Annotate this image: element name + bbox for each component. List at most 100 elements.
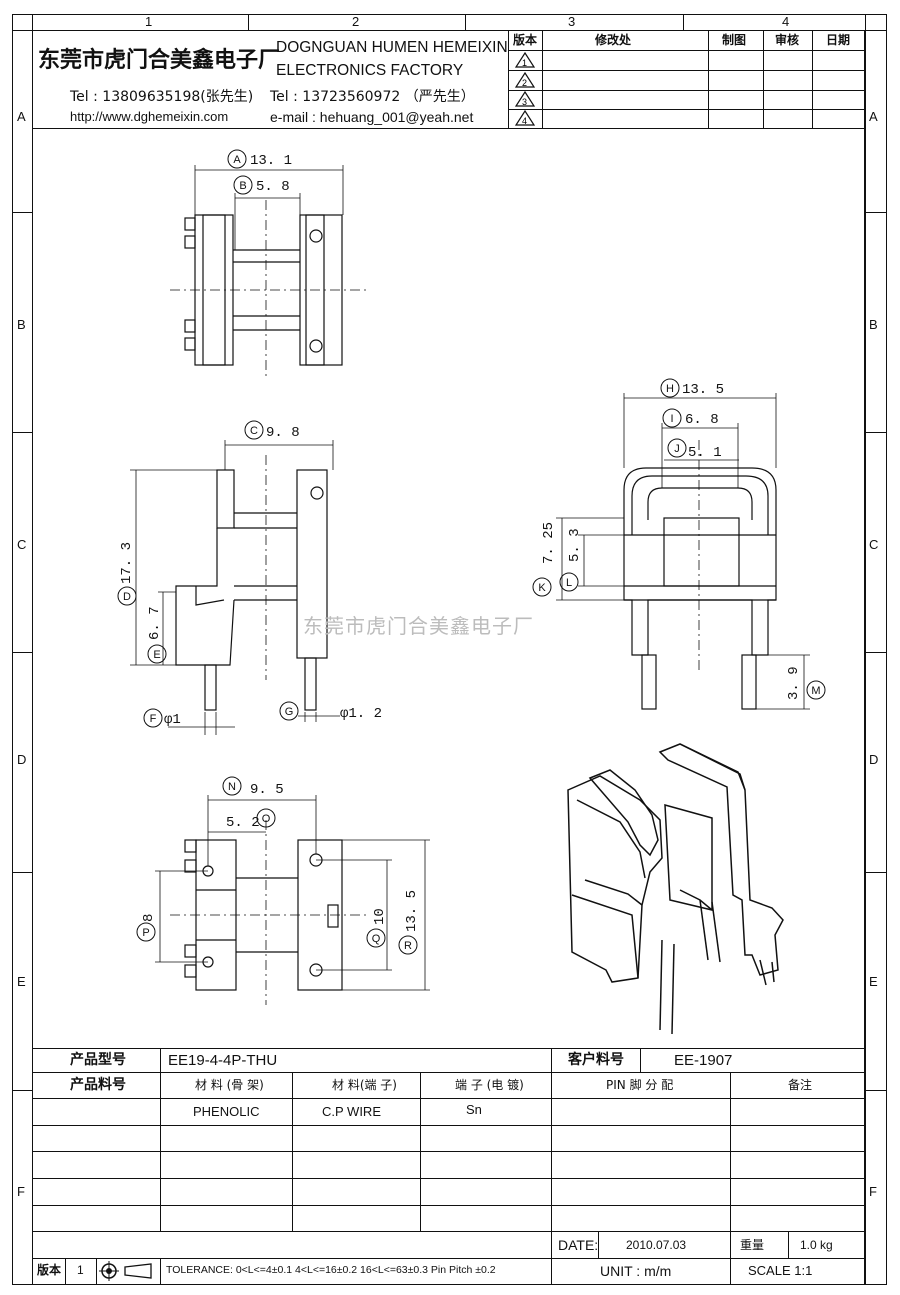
svg-text:N: N bbox=[228, 781, 236, 793]
zone-row-e: E bbox=[17, 974, 26, 989]
material-bobbin-value: PHENOLIC bbox=[193, 1104, 260, 1119]
weight-value: 1.0 kg bbox=[800, 1238, 833, 1252]
zone-row-c: C bbox=[17, 537, 27, 552]
header-bottom-line bbox=[32, 128, 865, 129]
zone-tick bbox=[865, 652, 887, 653]
zone-row-f-right: F bbox=[869, 1184, 877, 1199]
info-table-line bbox=[551, 1048, 552, 1285]
zone-col-1: 1 bbox=[145, 14, 153, 29]
version-label: 版本 bbox=[37, 1263, 62, 1277]
date-value: 2010.07.03 bbox=[626, 1238, 687, 1252]
info-table-line bbox=[598, 1231, 599, 1258]
dim-m: 3. 9 bbox=[786, 666, 802, 700]
product-part-label: 产品料号 bbox=[70, 1077, 126, 1093]
unit-label: UNIT : m/m bbox=[600, 1263, 672, 1279]
revision-triangle-3: 3 bbox=[514, 90, 536, 107]
scale-label: SCALE 1:1 bbox=[748, 1263, 813, 1278]
zone-row-d-right: D bbox=[869, 752, 879, 767]
tolerance-note: TOLERANCE: 0<L<=4±0.1 4<L<=16±0.2 16<L<=… bbox=[166, 1264, 496, 1276]
info-table-line bbox=[32, 1258, 865, 1259]
dimension-callouts bbox=[117, 149, 826, 955]
zone-divider bbox=[12, 30, 887, 31]
zone-tick bbox=[12, 652, 32, 653]
svg-text:Q: Q bbox=[372, 933, 381, 945]
svg-text:F: F bbox=[150, 713, 157, 725]
pin-plating-value: Sn bbox=[466, 1102, 482, 1117]
svg-text:I: I bbox=[670, 413, 673, 425]
zone-row-e-right: E bbox=[869, 974, 878, 989]
info-table-line bbox=[32, 1125, 865, 1126]
info-table-line bbox=[32, 1072, 865, 1073]
rev-header-date: 日期 bbox=[826, 33, 851, 47]
revision-number: 2 bbox=[522, 78, 527, 88]
website-link[interactable]: http://www.dghemeixin.com bbox=[70, 109, 229, 124]
zone-col-2: 2 bbox=[352, 14, 360, 29]
zone-row-a-right: A bbox=[869, 109, 878, 124]
zone-tick bbox=[12, 212, 32, 213]
zone-row-d: D bbox=[17, 752, 27, 767]
info-table-line bbox=[420, 1072, 421, 1231]
pin-plating-header: 端 子 (电 镀) bbox=[455, 1078, 524, 1092]
rev-table-line bbox=[812, 30, 813, 128]
dim-q: 10 bbox=[372, 908, 388, 925]
info-table-line bbox=[160, 1048, 161, 1231]
info-table-line bbox=[32, 1151, 865, 1152]
watermark-text: 东莞市虎门合美鑫电子厂 bbox=[303, 614, 534, 638]
svg-text:C: C bbox=[250, 425, 258, 437]
rev-header-review: 审核 bbox=[775, 33, 800, 47]
telephone-2: Tel : 13723560972 （严先生） bbox=[270, 89, 475, 105]
svg-text:O: O bbox=[262, 813, 271, 825]
weight-label: 重量 bbox=[740, 1238, 765, 1252]
zone-divider-left bbox=[32, 14, 33, 1285]
info-table-line bbox=[96, 1258, 97, 1285]
dim-o: 5. 2 bbox=[226, 815, 260, 831]
zone-tick bbox=[865, 432, 887, 433]
info-table-line bbox=[292, 1072, 293, 1231]
customer-part-value: EE-1907 bbox=[674, 1052, 733, 1069]
front-view bbox=[556, 393, 810, 710]
zone-row-b: B bbox=[17, 317, 26, 332]
revision-number: 4 bbox=[522, 116, 527, 126]
info-table-line bbox=[640, 1048, 641, 1072]
svg-text:K: K bbox=[538, 582, 546, 594]
product-model-value: EE19-4-4P-THU bbox=[168, 1052, 278, 1069]
rev-table-line bbox=[508, 50, 865, 51]
zone-tick bbox=[865, 872, 887, 873]
svg-text:E: E bbox=[153, 649, 160, 661]
remark-header: 备注 bbox=[788, 1078, 813, 1092]
zone-tick bbox=[12, 432, 32, 433]
info-table-line bbox=[32, 1205, 865, 1206]
rev-table-line bbox=[508, 90, 865, 91]
dim-l: 5. 3 bbox=[567, 528, 583, 562]
dim-j: 5. 1 bbox=[688, 445, 722, 461]
dim-a: 13. 1 bbox=[250, 153, 292, 169]
rev-table-line bbox=[508, 70, 865, 71]
company-name-en-2: ELECTRONICS FACTORY bbox=[276, 62, 464, 79]
dim-b: 5. 8 bbox=[256, 179, 290, 195]
date-label: DATE: bbox=[558, 1237, 599, 1253]
company-name-en-1: DOGNGUAN HUMEN HEMEIXIN bbox=[276, 39, 508, 56]
isometric-view bbox=[567, 743, 784, 1035]
product-model-label: 产品型号 bbox=[70, 1052, 126, 1068]
info-table-line bbox=[32, 1098, 865, 1099]
revision-triangle-1: 1 bbox=[514, 51, 536, 68]
dim-p: 8 bbox=[141, 914, 157, 922]
info-table-top bbox=[32, 1048, 865, 1049]
info-table-line bbox=[32, 1178, 865, 1179]
svg-text:B: B bbox=[239, 180, 246, 192]
zone-divider-right bbox=[865, 14, 866, 1285]
zone-tick bbox=[12, 1090, 32, 1091]
bottom-view bbox=[155, 795, 430, 1005]
svg-text:G: G bbox=[285, 706, 294, 718]
rev-table-line bbox=[508, 30, 509, 128]
svg-text:M: M bbox=[811, 685, 820, 697]
pin-assign-header: PIN 脚 分 配 bbox=[606, 1078, 674, 1092]
material-pin-header: 材 料(端 子) bbox=[332, 1078, 397, 1092]
version-value: 1 bbox=[77, 1263, 84, 1277]
svg-text:J: J bbox=[674, 443, 680, 455]
info-table-line bbox=[730, 1072, 731, 1231]
email-address[interactable]: e-mail : hehuang_001@yeah.net bbox=[270, 109, 474, 125]
rev-header-drawn: 制图 bbox=[722, 33, 747, 47]
